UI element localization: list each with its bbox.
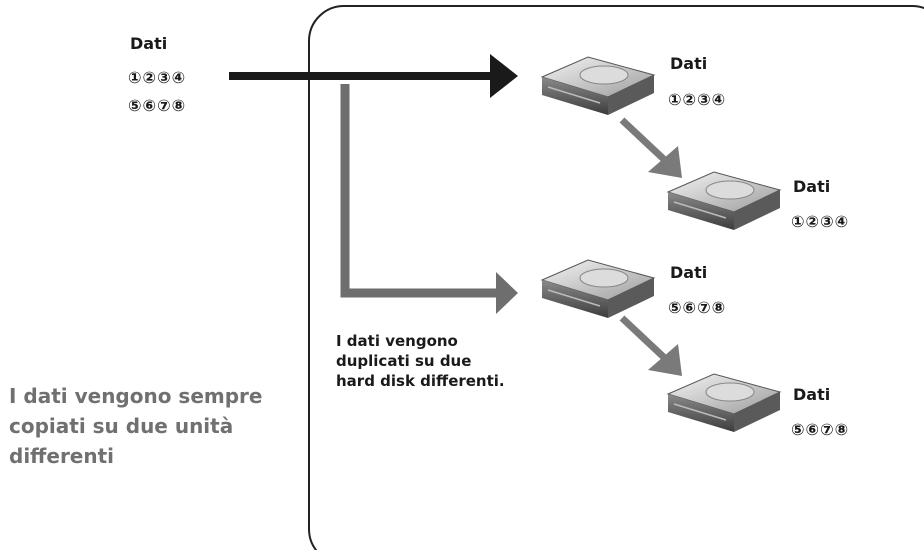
raid-panel [308,5,924,550]
source-sequence-1: ①②③④ [128,68,187,87]
drive-4-sequence: ⑤⑥⑦⑧ [791,420,850,439]
drive-3-sequence: ⑤⑥⑦⑧ [668,298,727,317]
hard-disk-icon [666,171,782,230]
mirror-arrow-1 [619,117,682,178]
main-arrow [229,54,518,98]
hard-disk-icon [666,373,782,432]
drive-3-label: Dati [670,263,708,282]
drive-1-sequence: ①②③④ [668,90,727,109]
drive-1-label: Dati [670,54,708,73]
drive-4-label: Dati [793,385,831,404]
source-sequence-2: ⑤⑥⑦⑧ [128,96,187,115]
branch-arrow [340,84,518,314]
tagline: I dati vengono sempre copiati su due uni… [9,384,263,468]
drive-2-sequence: ①②③④ [791,212,850,231]
source-label: Dati [130,34,168,53]
duplication-caption: I dati vengono duplicati su due hard dis… [336,332,505,390]
drive-2-label: Dati [793,177,831,196]
hard-disk-icon [540,259,656,318]
mirror-arrow-2 [619,315,682,376]
hard-disk-icon [540,56,656,115]
